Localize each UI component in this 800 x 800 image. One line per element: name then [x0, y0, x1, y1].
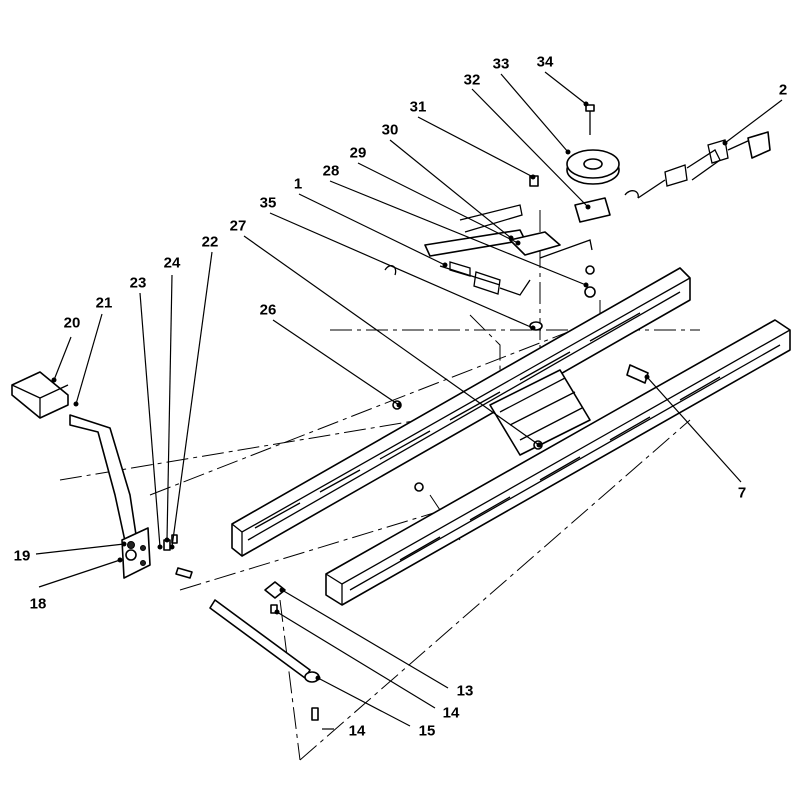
idler-bracket: [424, 204, 593, 259]
leader-dots: [51, 101, 728, 681]
callout-1: 1: [294, 176, 302, 193]
leader-lines: [35, 71, 783, 730]
callout-26: 26: [260, 302, 277, 319]
callout-35: 35: [260, 195, 277, 212]
pedal-arm: [69, 414, 139, 556]
bracket-32: [574, 197, 611, 223]
callout-14-bottom: 14: [349, 723, 366, 740]
callout-13: 13: [457, 683, 474, 700]
callout-34: 34: [537, 54, 554, 71]
callout-32: 32: [464, 72, 481, 89]
callout-28: 28: [323, 163, 340, 180]
clip-13: [264, 581, 286, 614]
callout-15: 15: [419, 723, 436, 740]
frame-rail-right: [325, 319, 791, 606]
callout-7: 7: [738, 485, 746, 502]
callout-31: 31: [410, 99, 427, 116]
callout-24: 24: [164, 255, 181, 272]
callout-18: 18: [30, 596, 47, 613]
pedal-bolts: [163, 534, 193, 579]
callout-19: 19: [14, 548, 31, 565]
center-lines: [59, 210, 700, 761]
callout-23: 23: [130, 275, 147, 292]
callout-21: 21: [96, 295, 113, 312]
bolt-34: [585, 104, 595, 135]
pedal-bracket: [121, 527, 151, 579]
callouts: 34 33 32 2 31 30 29 28 1 35 27 22 24 23 …: [14, 54, 788, 740]
pulley-33: [566, 149, 620, 185]
spring-2: [624, 131, 771, 199]
frame-rail-left: [231, 267, 691, 557]
callout-29: 29: [350, 145, 367, 162]
linkage-rod: [209, 599, 320, 721]
callout-14-right: 14: [443, 705, 460, 722]
callout-30: 30: [382, 122, 399, 139]
callout-20: 20: [64, 315, 81, 332]
callout-2: 2: [779, 82, 787, 99]
cross-member: [489, 369, 591, 456]
callout-33: 33: [493, 56, 510, 73]
callout-27: 27: [230, 218, 247, 235]
pedal-pad: [11, 371, 69, 419]
callout-22: 22: [202, 234, 219, 251]
spring-1: [384, 261, 531, 296]
